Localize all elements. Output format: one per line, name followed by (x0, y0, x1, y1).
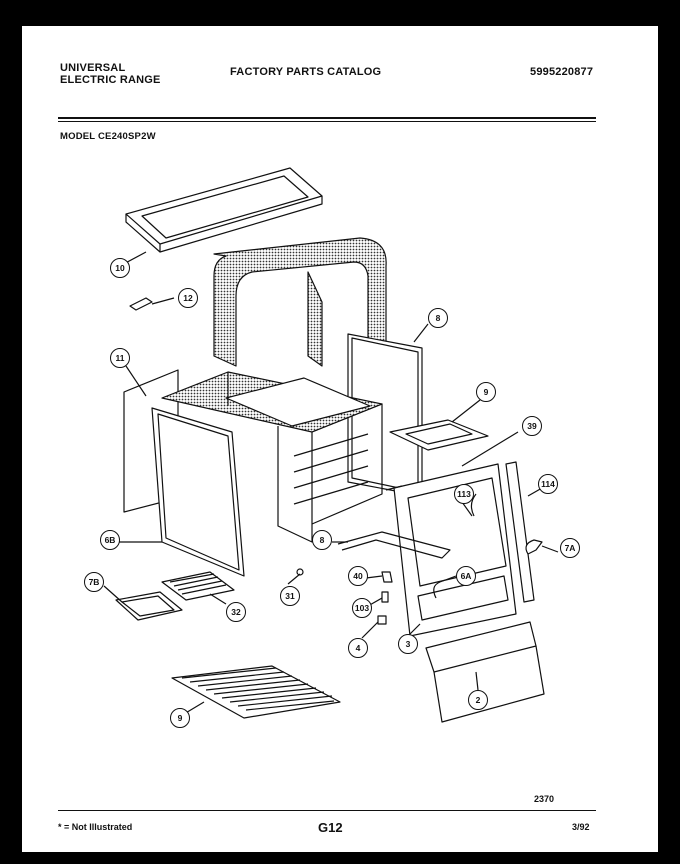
exploded-parts-diagram (103, 167, 559, 723)
callout-12: 12 (178, 288, 198, 308)
header-rule-bottom (58, 121, 596, 122)
part-cooktop-tray (125, 167, 323, 253)
part-element-plate (389, 419, 489, 451)
callout-9-rack: 9 (170, 708, 190, 728)
header-rule-top (58, 117, 596, 119)
callout-8-back: 8 (428, 308, 448, 328)
callout-7a: 7A (560, 538, 580, 558)
callout-11: 11 (110, 348, 130, 368)
footer-rule (58, 810, 596, 811)
callout-6b: 6B (100, 530, 120, 550)
part-broiler-grid (161, 571, 235, 601)
callout-40: 40 (348, 566, 368, 586)
callout-7b: 7B (84, 572, 104, 592)
callout-4: 4 (348, 638, 368, 658)
callout-103: 103 (352, 598, 372, 618)
part-bake-element (337, 531, 451, 559)
brand-line-2: ELECTRIC RANGE (60, 74, 161, 86)
callout-10: 10 (110, 258, 130, 278)
callout-31: 31 (280, 586, 300, 606)
callout-9-back: 9 (476, 382, 496, 402)
callout-6a: 6A (456, 566, 476, 586)
part-gasket-strip (505, 461, 535, 603)
part-front-frame (385, 463, 517, 637)
part-oven-body (161, 371, 383, 543)
callout-8-left: 8 (312, 530, 332, 550)
model-label: MODEL CE240SP2W (60, 131, 156, 142)
revision-date: 3/92 (572, 822, 590, 832)
catalog-number: 5995220877 (530, 66, 594, 78)
catalog-page: UNIVERSAL ELECTRIC RANGE FACTORY PARTS C… (22, 26, 658, 852)
callout-32: 32 (226, 602, 246, 622)
callout-3: 3 (398, 634, 418, 654)
callout-114: 114 (538, 474, 558, 494)
part-oven-rack (171, 665, 341, 719)
page-number: G12 (318, 820, 343, 835)
callout-39: 39 (522, 416, 542, 436)
footnote: * = Not Illustrated (58, 822, 133, 832)
part-cabinet-wrapper (213, 237, 387, 367)
callout-2: 2 (468, 690, 488, 710)
drawing-number: 2370 (534, 794, 555, 804)
part-clip (129, 297, 153, 311)
catalog-title: FACTORY PARTS CATALOG (230, 66, 382, 78)
part-screw (296, 568, 304, 576)
part-hinge (525, 539, 543, 555)
brand-line-1: UNIVERSAL (60, 62, 126, 74)
part-side-sheet (151, 407, 245, 577)
callout-113: 113 (454, 484, 474, 504)
part-broiler-pan (115, 591, 183, 621)
part-back-panel (347, 333, 423, 497)
